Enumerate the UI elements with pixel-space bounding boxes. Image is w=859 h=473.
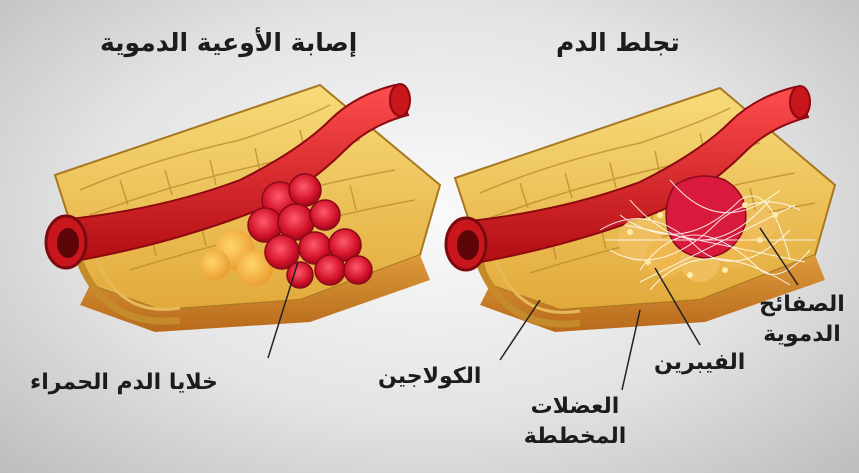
right-panel-title: تجلط الدم <box>556 28 680 57</box>
muscles-label-line1: العضلات <box>520 392 630 422</box>
platelets-label: الصفائح الدموية <box>754 290 850 350</box>
left-panel-title: إصابة الأوعية الدموية <box>100 28 357 57</box>
muscles-label-line2: المخططة <box>520 422 630 452</box>
platelets-label-line1: الصفائح <box>754 290 850 320</box>
platelets-label-line2: الدموية <box>754 320 850 350</box>
collagen-label: الكولاجين <box>378 362 481 392</box>
red-cells-label: خلايا الدم الحمراء <box>30 368 218 398</box>
fibrin-label: الفيبرين <box>654 348 745 378</box>
muscles-label: العضلات المخططة <box>520 392 630 452</box>
